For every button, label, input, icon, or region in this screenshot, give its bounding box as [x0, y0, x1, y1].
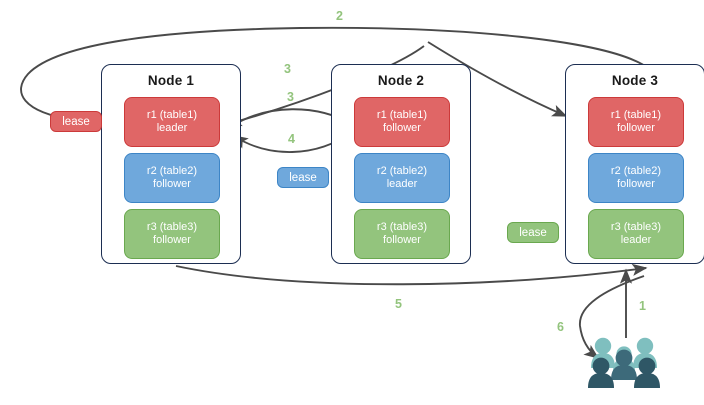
replica-r2[interactable]: r2 (table2) follower — [588, 153, 684, 203]
replica-r3[interactable]: r3 (table3) follower — [354, 209, 450, 259]
replica-name: r2 (table2) — [146, 164, 198, 177]
edge-step-5 — [175, 263, 648, 286]
step-label-6: 6 — [557, 320, 564, 334]
lease-badge-table3[interactable]: lease — [507, 222, 559, 243]
edge-step-3-downlink — [427, 41, 568, 117]
replica-name: r3 (table3) — [376, 220, 428, 233]
step-label-3b: 3 — [287, 90, 294, 104]
replica-role: leader — [386, 178, 418, 190]
replica-role: follower — [153, 234, 191, 246]
replica-role: follower — [383, 122, 421, 134]
replica-name: r2 (table2) — [610, 164, 662, 177]
replica-name: r1 (table1) — [610, 108, 662, 121]
replica-r3[interactable]: r3 (table3) follower — [124, 209, 220, 259]
node-title: Node 1 — [147, 73, 195, 88]
people-icon — [588, 337, 660, 388]
replica-name: r2 (table2) — [376, 164, 428, 177]
replica-r1[interactable]: r1 (table1) follower — [354, 97, 450, 147]
replica-name: r3 (table3) — [146, 220, 198, 233]
replica-r2[interactable]: r2 (table2) follower — [124, 153, 220, 203]
step-label-5: 5 — [395, 297, 402, 311]
replica-name: r3 (table3) — [610, 220, 662, 233]
node-title: Node 2 — [377, 73, 425, 88]
replica-role: leader — [156, 122, 188, 134]
replica-role: follower — [153, 178, 191, 190]
node-card-3[interactable]: Node 3 r1 (table1) follower r2 (table2) … — [565, 64, 704, 264]
node-card-1[interactable]: Node 1 r1 (table1) leader r2 (table2) fo… — [101, 64, 241, 264]
replica-role: follower — [617, 178, 655, 190]
replica-role: follower — [617, 122, 655, 134]
step-label-2: 2 — [336, 9, 343, 23]
step-label-3a: 3 — [284, 62, 291, 76]
replica-role: follower — [383, 234, 421, 246]
replica-r2[interactable]: r2 (table2) leader — [354, 153, 450, 203]
replica-name: r1 (table1) — [376, 108, 428, 121]
replica-r3[interactable]: r3 (table3) leader — [588, 209, 684, 259]
replica-r1[interactable]: r1 (table1) leader — [124, 97, 220, 147]
step-label-4: 4 — [288, 132, 295, 146]
replica-role: leader — [620, 234, 652, 246]
node-card-2[interactable]: Node 2 r1 (table1) follower r2 (table2) … — [331, 64, 471, 264]
edge-step-6 — [579, 275, 645, 359]
edge-step-2 — [20, 26, 649, 124]
node-title: Node 3 — [611, 73, 659, 88]
step-label-1: 1 — [639, 299, 646, 313]
replica-r1[interactable]: r1 (table1) follower — [588, 97, 684, 147]
lease-badge-table2[interactable]: lease — [277, 167, 329, 188]
replica-name: r1 (table1) — [146, 108, 198, 121]
